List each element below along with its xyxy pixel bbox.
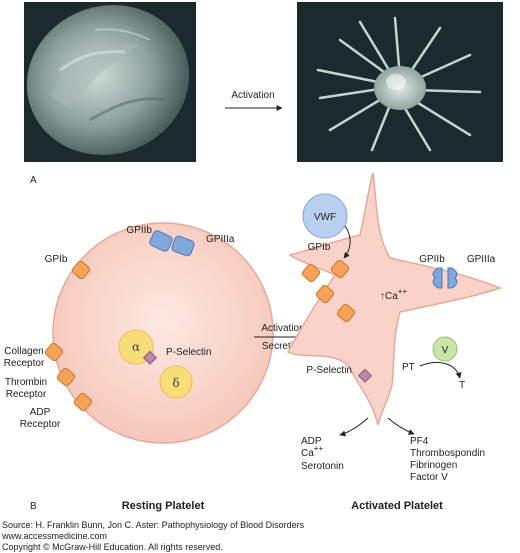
product-adp: ADP [301,436,322,447]
source-citation: Source: H. Franklin Bunn, Jon C. Aster: … [2,520,305,530]
gpiib-receptor-resting [149,230,173,252]
t-label: T [459,380,465,391]
adp-label-2: Receptor [20,419,61,430]
delta-granule-label: δ [172,376,179,390]
resting-platelet-cell [52,222,274,444]
adp-label-1: ADP [30,407,51,418]
secretion-label-b: Secretion [262,341,304,352]
calcium-label: ↑Ca++ [380,287,407,302]
vwf-label: VWF [314,212,336,223]
receptor-activated-1 [301,263,321,283]
thrombin-label-2: Receptor [6,389,47,400]
secretion-arrow-right [387,417,415,435]
delta-granule [159,365,193,399]
product-pf4: PF4 [410,436,429,447]
activated-platelet-title: Activated Platelet [351,500,443,512]
gpiiia-receptor-resting [171,235,195,257]
panel-a-letter: A [30,175,37,186]
gpiiia-label-activated: GPIIIa [467,254,496,265]
secretion-arrow-left [339,417,369,437]
activated-platelet-cell [286,172,503,426]
vwf-binding-arrow [343,225,351,259]
p-selectin-activated [357,368,373,383]
gpiib-receptor-activated [432,267,443,289]
product-fibrinogen: Fibrinogen [410,460,457,471]
gpib-label-resting: GPIb [45,254,68,265]
p-selectin-resting [142,350,158,365]
receptor-activated-2 [315,284,335,304]
panel-a: Activation A [24,2,503,186]
adp-receptor [73,392,93,412]
factor-v-circle [432,336,458,362]
gpib-receptor-activated [330,259,350,279]
activated-platelet-micrograph [297,2,503,162]
thrombin-receptor [56,367,76,387]
source-url[interactable]: www.accessmedicine.com [2,531,108,541]
gpiib-label-activated: GPIIb [419,254,445,265]
pt-label: PT [402,362,415,373]
collagen-receptor [44,342,64,362]
activated-platelet-diagram: VWF GPIb GPIIb GPIIIa ↑Ca++ V PT T P-Sel… [286,172,503,512]
panel-b-letter: B [30,501,37,512]
product-thrombospondin: Thrombospondin [410,448,485,459]
resting-platelet-title: Resting Platelet [122,500,205,512]
resting-platelet-diagram: GPIIb GPIIIa GPIb Collagen Receptor Thro… [4,222,274,512]
p-selectin-label-activated: P-Selectin [306,365,352,376]
product-serotonin: Serotonin [301,461,344,472]
resting-platelet-micrograph [24,2,196,162]
activation-label-a: Activation [231,90,274,101]
copyright-notice: Copyright © McGraw-Hill Education. All r… [2,542,223,552]
collagen-label-1: Collagen [4,346,43,357]
alpha-granule-label: α [132,340,140,354]
gpiiia-label-resting: GPIIIa [206,234,235,245]
product-calcium: Ca++ [301,444,323,459]
factor-v-label: V [442,345,449,356]
receptor-activated-3 [336,303,356,323]
p-selectin-label-resting: P-Selectin [166,347,212,358]
gpiib-label-resting: GPIIb [126,225,152,236]
thrombin-label-1: Thrombin [5,377,47,388]
gpiiia-receptor-activated [447,267,458,289]
pt-to-t-arrow [419,362,462,379]
alpha-granule [118,329,154,365]
vwf-molecule [302,193,348,239]
activation-label-b: Activation [261,323,304,334]
product-factor-v: Factor V [410,472,448,483]
gpib-receptor-resting [71,260,91,280]
collagen-label-2: Receptor [4,358,45,369]
gpib-label-activated: GPIb [308,242,331,253]
